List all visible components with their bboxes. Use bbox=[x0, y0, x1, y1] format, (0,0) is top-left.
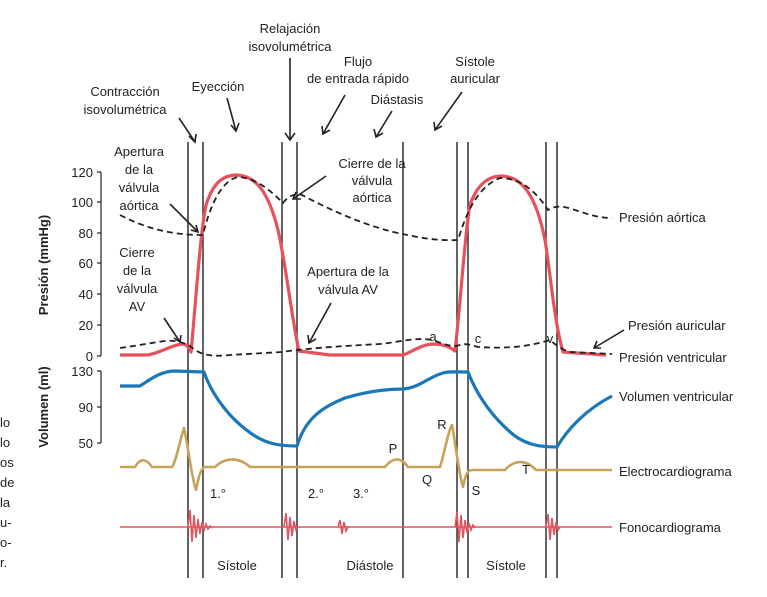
label-contraccion-1: Contracción bbox=[90, 84, 159, 99]
side-text-1: lo bbox=[0, 415, 10, 430]
volume-axis-label: Volumen (ml) bbox=[36, 366, 51, 447]
clipped-side-text: lo lo os de la u- o- r. bbox=[0, 415, 14, 570]
ecg-Q: Q bbox=[422, 472, 432, 487]
label-sistole-auricular-2: auricular bbox=[450, 71, 501, 86]
cierre-av-4: AV bbox=[129, 299, 146, 314]
phono-burst-1 bbox=[187, 509, 213, 543]
legend-ventricular: Presión ventricular bbox=[619, 350, 727, 365]
legend-phono: Fonocardiograma bbox=[619, 520, 722, 535]
label-sistole-auricular-1: Sístole bbox=[455, 54, 495, 69]
pressure-axis-label: Presión (mmHg) bbox=[36, 215, 51, 315]
heart-sound-2: 2.° bbox=[308, 486, 324, 501]
apertura-av-2: válvula AV bbox=[318, 282, 378, 297]
cierre-aortica-2: válvula bbox=[352, 173, 393, 188]
ventricular-pressure-curve bbox=[120, 173, 607, 357]
aortic-pressure-curve bbox=[119, 176, 613, 242]
legend-atrial: Presión auricular bbox=[628, 318, 726, 333]
apertura-aortica-3: válvula bbox=[119, 180, 160, 195]
pressure-tick-80: 80 bbox=[79, 226, 93, 241]
cierre-av-3: válvula bbox=[117, 281, 158, 296]
label-contraccion-2: isovolumétrica bbox=[83, 102, 167, 117]
heart-sound-1: 1.° bbox=[210, 486, 226, 501]
apertura-aortica-2: de la bbox=[125, 162, 154, 177]
pressure-tick-0: 0 bbox=[86, 349, 93, 364]
wave-v: v bbox=[547, 331, 554, 346]
pressure-tick-100: 100 bbox=[71, 195, 93, 210]
phonocardiogram bbox=[120, 509, 612, 543]
legend-ecg: Electrocardiograma bbox=[619, 464, 732, 479]
side-text-2: lo bbox=[0, 435, 10, 450]
cierre-aortica-3: aórtica bbox=[352, 190, 392, 205]
phono-burst-4 bbox=[454, 511, 476, 543]
wave-a: a bbox=[429, 329, 437, 344]
heart-sound-3: 3.° bbox=[353, 486, 369, 501]
ventricular-volume-curve bbox=[120, 369, 613, 449]
side-text-7: o- bbox=[0, 535, 12, 550]
phase-sistole-1: Sístole bbox=[217, 558, 257, 573]
phono-burst-5 bbox=[545, 513, 561, 541]
pressure-tick-40: 40 bbox=[79, 287, 93, 302]
cierre-aortica-1: Cierre de la bbox=[338, 156, 406, 171]
volume-tick-130: 130 bbox=[71, 364, 93, 379]
ecg-curve bbox=[120, 423, 612, 492]
ecg-S: S bbox=[472, 483, 481, 498]
phono-burst-3 bbox=[337, 519, 349, 535]
pressure-axis: 120 100 80 60 40 20 0 Presión (mmHg) bbox=[36, 165, 102, 364]
label-relajacion-2: isovolumétrica bbox=[248, 39, 332, 54]
phase-lines bbox=[187, 142, 558, 578]
label-flujo-1: Flujo bbox=[344, 54, 372, 69]
ecg-P: P bbox=[389, 441, 398, 456]
pressure-tick-20: 20 bbox=[79, 318, 93, 333]
wave-c: c bbox=[475, 331, 482, 346]
phase-sistole-2: Sístole bbox=[486, 558, 526, 573]
cierre-av-2: de la bbox=[123, 263, 152, 278]
phono-burst-2 bbox=[283, 512, 299, 541]
volume-tick-50: 50 bbox=[79, 436, 93, 451]
side-text-5: la bbox=[0, 495, 11, 510]
ecg-R: R bbox=[437, 417, 446, 432]
side-text-4: de bbox=[0, 475, 14, 490]
ecg-T: T bbox=[522, 462, 530, 477]
apertura-av-1: Apertura de la bbox=[307, 264, 389, 279]
legend-volume: Volumen ventricular bbox=[619, 389, 734, 404]
legend-atrial-pointer bbox=[593, 329, 625, 349]
valve-arrows bbox=[163, 175, 332, 345]
legend-atrial-arrowhead bbox=[592, 340, 601, 349]
top-arrows bbox=[178, 58, 463, 144]
pressure-tick-120: 120 bbox=[71, 165, 93, 180]
label-relajacion-1: Relajación bbox=[260, 21, 321, 36]
phase-diastole: Diástole bbox=[347, 558, 394, 573]
label-flujo-2: de entrada rápido bbox=[307, 71, 409, 86]
side-text-8: r. bbox=[0, 555, 7, 570]
apertura-aortica-1: Apertura bbox=[114, 144, 165, 159]
apertura-aortica-4: aórtica bbox=[119, 198, 159, 213]
legend-aortic: Presión aórtica bbox=[619, 210, 706, 225]
cierre-av-1: Cierre bbox=[119, 245, 154, 260]
side-text-3: os bbox=[0, 455, 14, 470]
volume-axis: 130 90 50 Volumen (ml) bbox=[36, 364, 102, 451]
volume-tick-90: 90 bbox=[79, 400, 93, 415]
atrial-pressure-curve bbox=[119, 338, 613, 357]
side-text-6: u- bbox=[0, 515, 12, 530]
label-eyeccion: Eyección bbox=[192, 79, 245, 94]
pressure-tick-60: 60 bbox=[79, 256, 93, 271]
label-diastasis: Diástasis bbox=[371, 92, 424, 107]
